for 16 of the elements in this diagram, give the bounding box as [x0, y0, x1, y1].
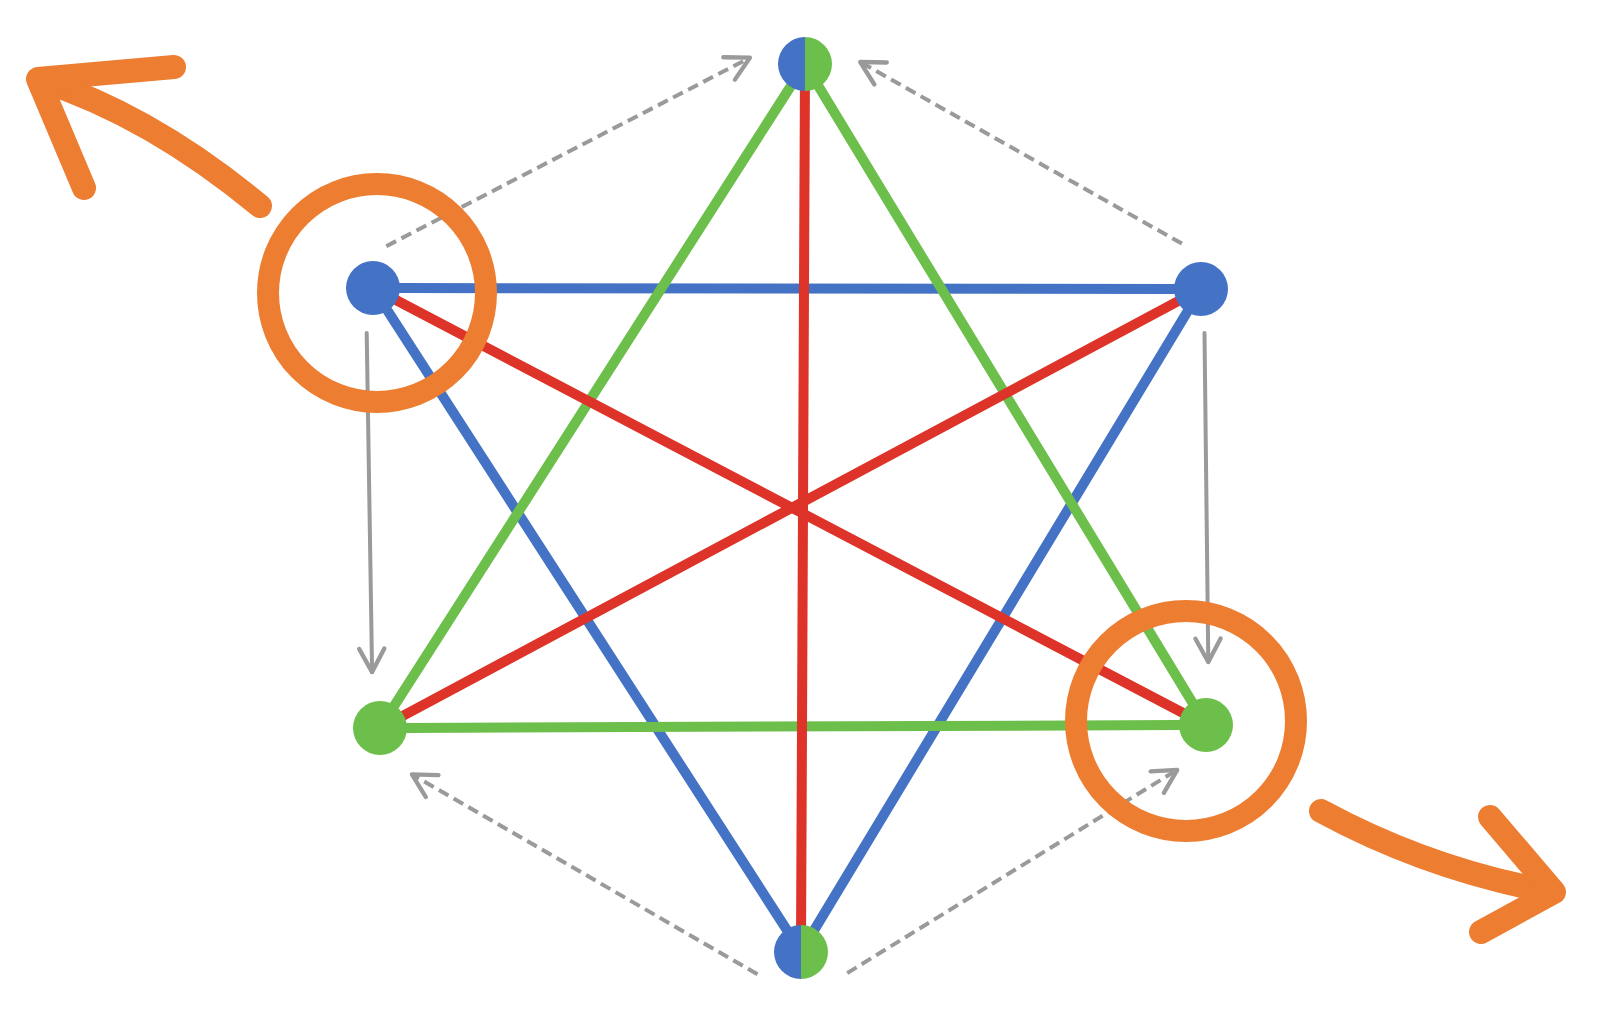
arrow	[846, 767, 1180, 975]
connector-line	[389, 81, 796, 711]
arrow	[858, 59, 1183, 246]
connector-line	[814, 82, 1197, 707]
vertex-dot	[774, 925, 828, 979]
arrow	[409, 772, 759, 976]
vertex-dot	[1179, 698, 1233, 752]
vertex-dot	[778, 37, 832, 91]
vertex-dot	[353, 701, 407, 755]
arrow	[356, 331, 387, 675]
vertex-dot	[1174, 262, 1228, 316]
arrow	[1193, 331, 1223, 665]
connector-line	[809, 307, 1193, 934]
vertex-dot	[346, 261, 400, 315]
connector-line	[382, 305, 792, 935]
arrow	[385, 55, 753, 248]
